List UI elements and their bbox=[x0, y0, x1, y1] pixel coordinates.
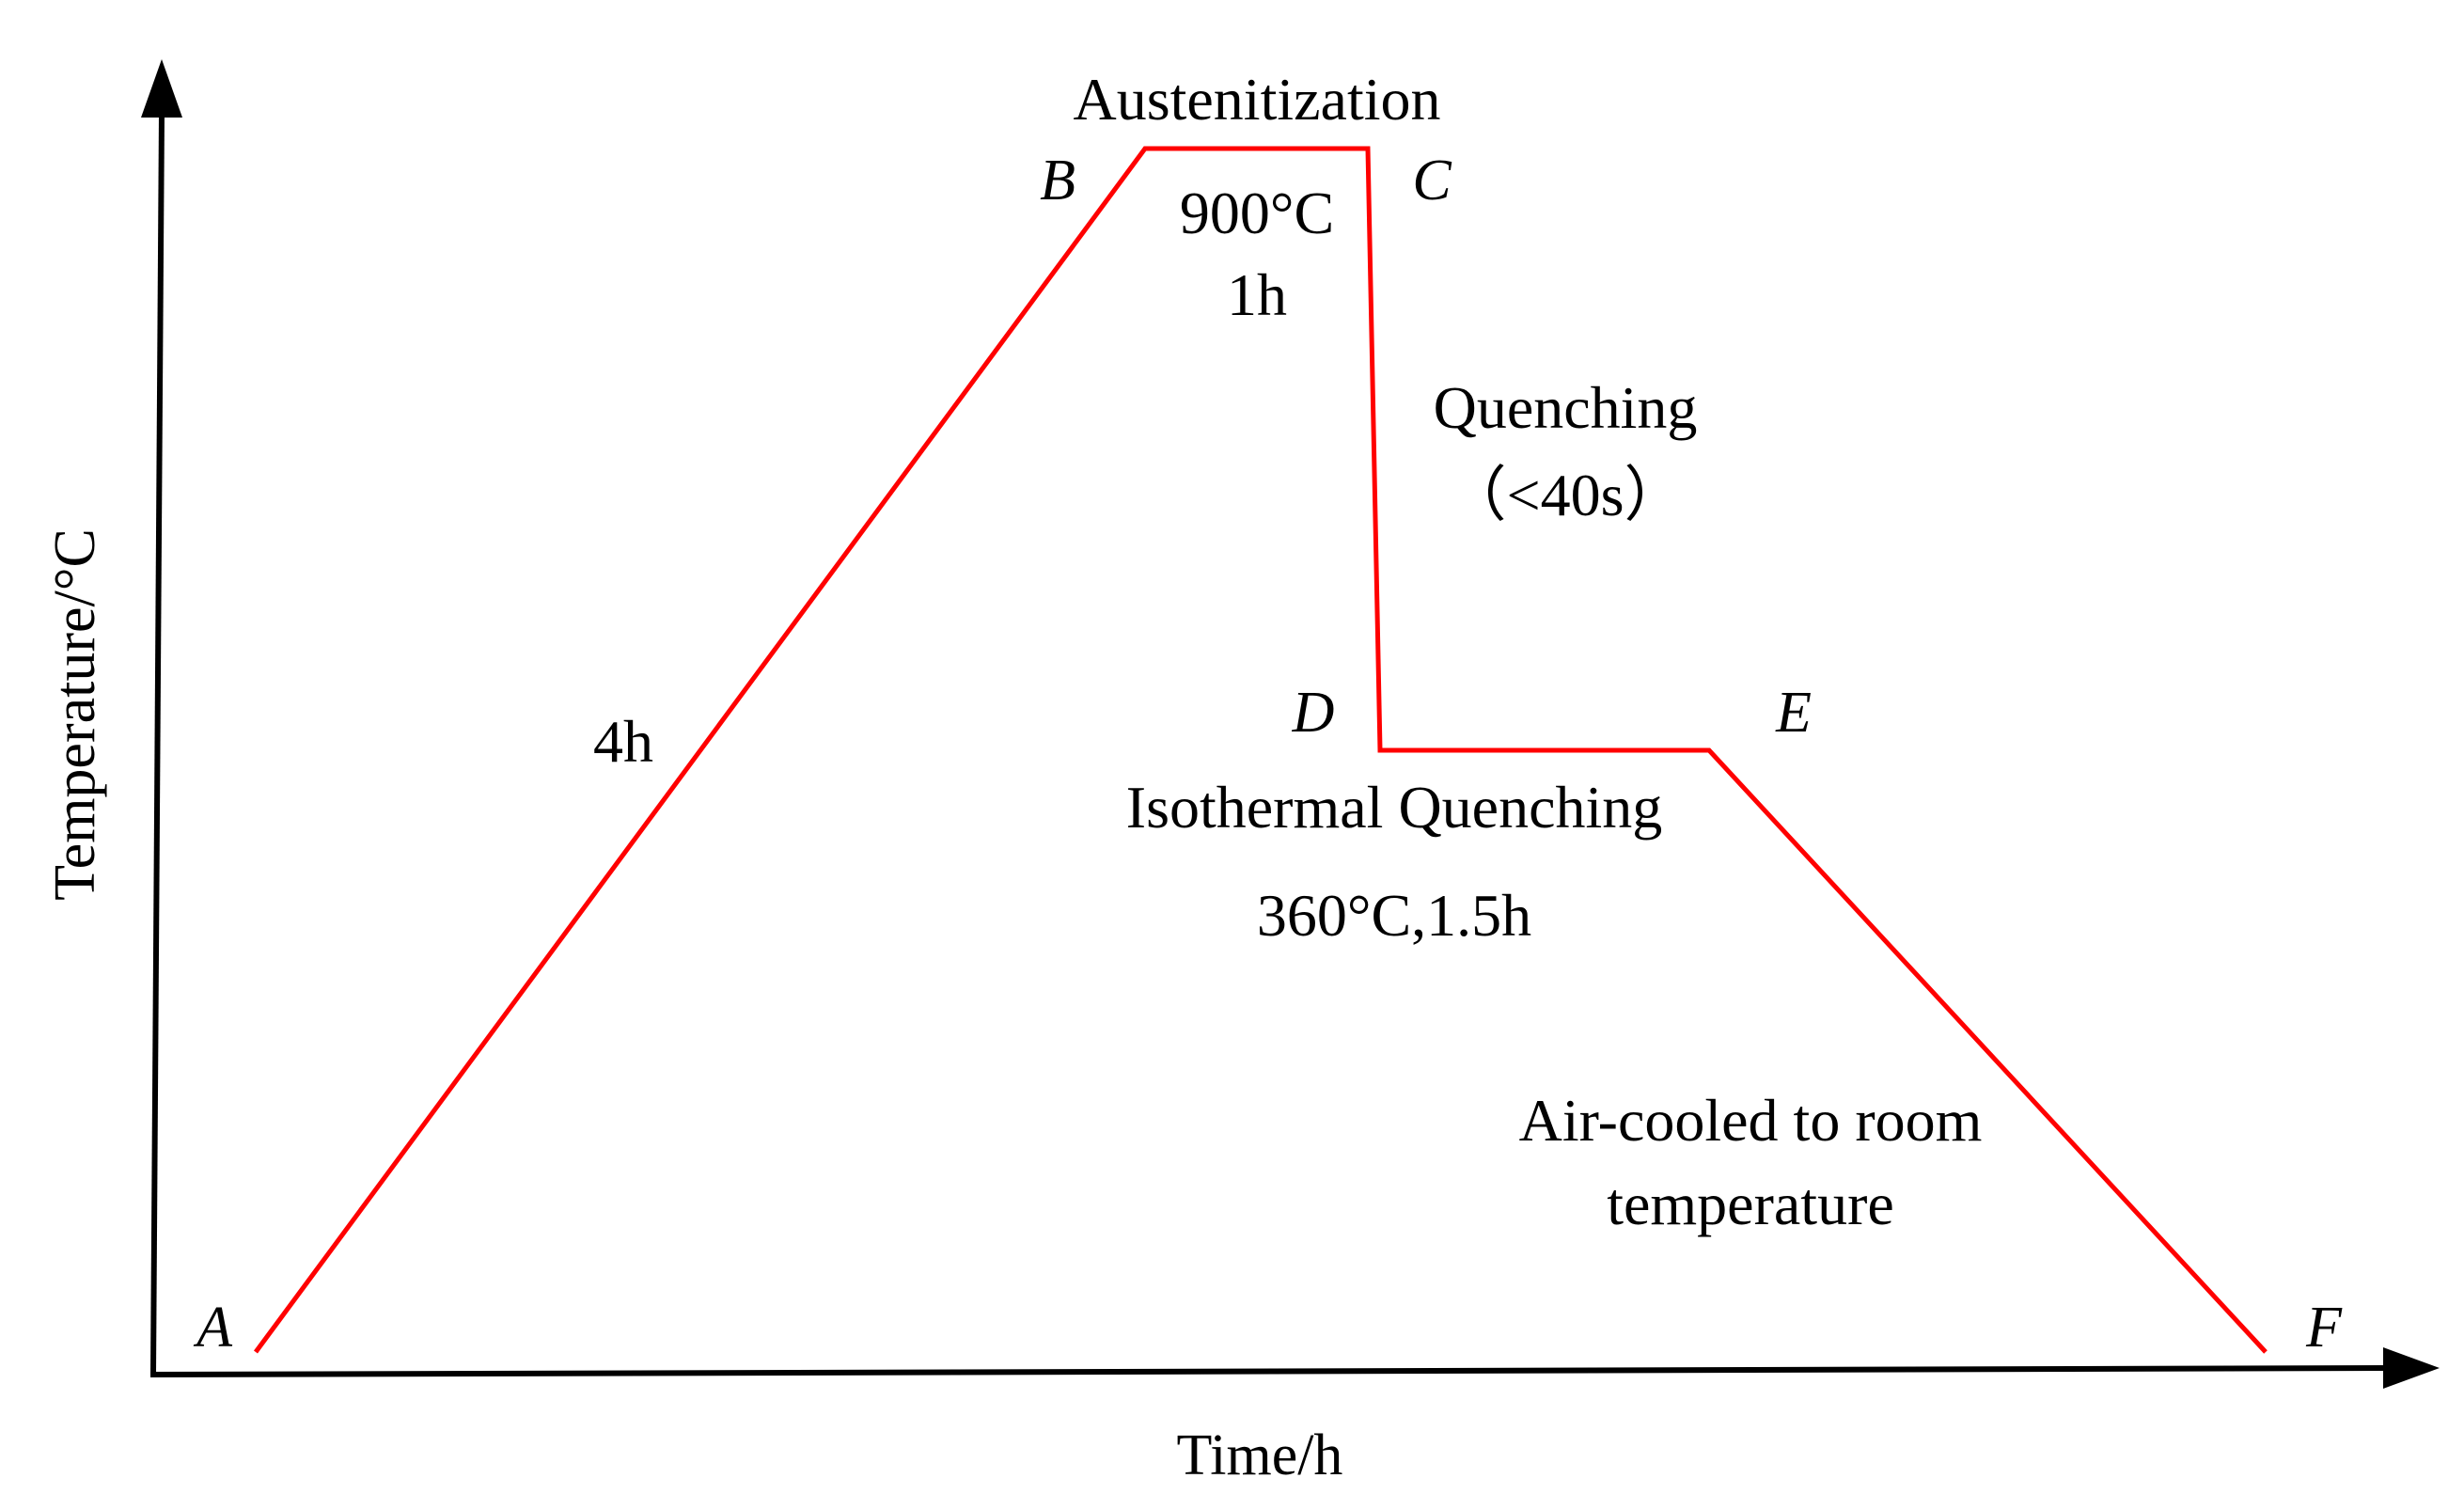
y-axis-label: Temperature/°C bbox=[43, 528, 107, 901]
quenching-title: Quenching bbox=[1434, 374, 1698, 441]
quenching-time: （<40s） bbox=[1447, 462, 1685, 528]
point-label-a: A bbox=[193, 1296, 233, 1360]
y-axis-arrow bbox=[141, 59, 182, 118]
isothermal-title: Isothermal Quenching bbox=[1126, 774, 1663, 841]
point-label-d: D bbox=[1292, 681, 1335, 745]
x-axis-label: Time/h bbox=[1177, 1423, 1343, 1487]
air-cool-line1: Air-cooled to room bbox=[1519, 1087, 1983, 1154]
point-label-c: C bbox=[1412, 149, 1452, 212]
point-label-f: F bbox=[2305, 1296, 2343, 1360]
austenitization-title: Austenitization bbox=[1073, 66, 1440, 133]
y-axis bbox=[150, 112, 165, 1376]
air-cool-line2: temperature bbox=[1607, 1171, 1894, 1237]
austenitization-temp: 900°C bbox=[1180, 180, 1334, 246]
point-label-e: E bbox=[1775, 681, 1812, 745]
isothermal-params: 360°C,1.5h bbox=[1257, 882, 1531, 949]
austenitization-time: 1h bbox=[1227, 261, 1287, 328]
point-label-b: B bbox=[1040, 149, 1075, 212]
x-axis bbox=[149, 1365, 2393, 1377]
process-curve bbox=[253, 146, 2268, 1354]
heating-time: 4h bbox=[593, 708, 653, 775]
x-axis-arrow bbox=[2383, 1347, 2440, 1389]
